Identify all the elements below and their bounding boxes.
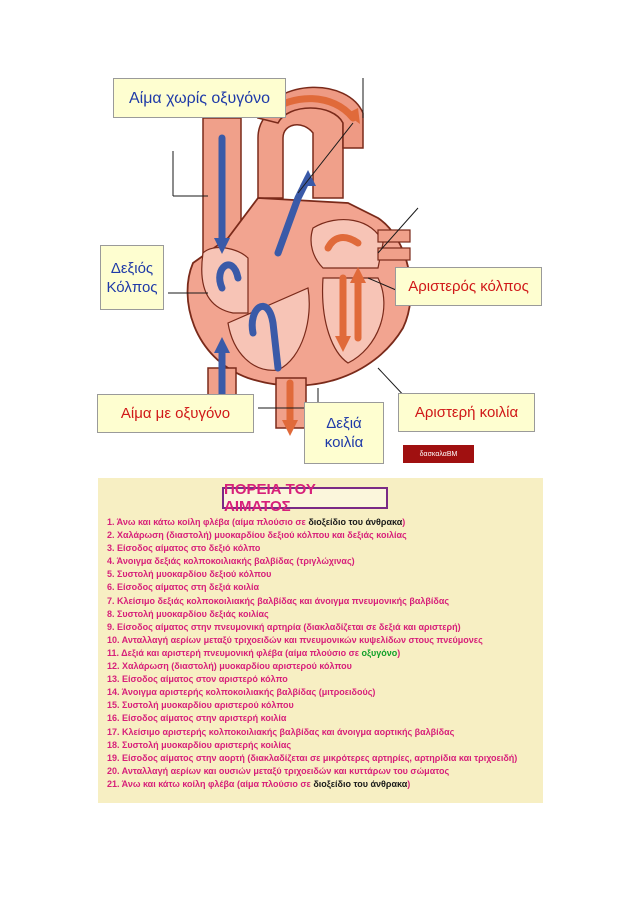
blood-flow-step: 11. Δεξιά και αριστερή πνευμονική φλέβα … (107, 647, 537, 660)
label-right-ventricle: Δεξιά κοιλία (304, 402, 384, 464)
blood-flow-step: 18. Συστολή μυοκαρδίου αριστερής κοιλίας (107, 739, 537, 752)
blood-flow-step: 12. Χαλάρωση (διαστολή) μυοκαρδίου αριστ… (107, 660, 537, 673)
step-highlight-co2: διοξείδιο του άνθρακα (308, 517, 403, 527)
step-text: 3. Είσοδος αίματος στο δεξιό κόλπο (107, 543, 261, 554)
step-text: 18. Συστολή μυοκαρδίου αριστερής κοιλίας (107, 739, 292, 750)
blood-flow-step: 10. Ανταλλαγή αερίων μεταξύ τριχοειδών κ… (107, 634, 537, 647)
step-text: 12. Χαλάρωση (διαστολή) μυοκαρδίου αριστ… (107, 661, 352, 672)
step-text: 4. Άνοιγμα δεξιάς κολποκοιλιακής βαλβίδα… (107, 556, 355, 567)
blood-flow-step: 8. Συστολή μυοκαρδίου δεξιάς κοιλίας (107, 608, 537, 621)
step-text: 16. Είσοδος αίματος στην αριστερή κοιλία (107, 713, 287, 724)
blood-flow-step: 20. Ανταλλαγή αερίων και ουσιών μεταξύ τ… (107, 765, 537, 778)
label-right-atrium-line1: Δεξιός (110, 259, 154, 277)
step-text: 10. Ανταλλαγή αερίων μεταξύ τριχοειδών κ… (107, 634, 483, 645)
step-text-end: ) (397, 647, 401, 658)
blood-flow-step: 5. Συστολή μυοκαρδίου δεξιού κόλπου (107, 568, 537, 581)
panel-title-text: ΠΟΡΕΙΑ ΤΟΥ ΑΙΜΑΤΟΣ (224, 481, 316, 515)
blood-flow-step: 15. Συστολή μυοκαρδίου αριστερού κόλπου (107, 699, 537, 712)
blood-flow-step: 4. Άνοιγμα δεξιάς κολποκοιλιακής βαλβίδα… (107, 555, 537, 568)
step-text: 1. Άνω και κάτω κοίλη φλέβα (αίμα πλούσι… (107, 517, 309, 527)
step-text-end: ) (402, 517, 406, 527)
blood-flow-step: 2. Χαλάρωση (διαστολή) μυοκαρδίου δεξιού… (107, 529, 537, 542)
label-oxygenated-blood: Αίμα με οξυγόνο (97, 394, 254, 433)
blood-flow-step: 21. Άνω και κάτω κοίλη φλέβα (αίμα πλούσ… (107, 778, 537, 791)
credit-text: δασκαλαΒΜ (419, 450, 458, 458)
step-text-end: ) (407, 778, 411, 789)
step-text: 17. Κλείσιμο αριστερής κολποκοιλιακής βα… (107, 726, 455, 737)
step-highlight-co2: διοξείδιο του άνθρακα (313, 778, 408, 789)
blood-flow-step: 1. Άνω και κάτω κοίλη φλέβα (αίμα πλούσι… (107, 516, 537, 529)
label-left-ventricle: Αριστερή κοιλία (398, 393, 535, 432)
step-text: 6. Είσοδος αίματος στη δεξιά κοιλία (107, 582, 260, 593)
label-left-atrium-text: Αριστερός κόλπος (408, 278, 529, 295)
deoxygenated-arrowheads (214, 170, 316, 353)
blood-flow-step: 7. Κλείσιμο δεξιάς κολποκοιλιακής βαλβίδ… (107, 595, 537, 608)
label-right-ventricle-line2: κοιλία (324, 434, 364, 451)
blood-flow-panel (98, 478, 543, 803)
credit-badge: δασκαλαΒΜ (403, 445, 474, 463)
step-text: 8. Συστολή μυοκαρδίου δεξιάς κοιλίας (107, 608, 269, 619)
label-right-atrium-line2: Κόλπος (106, 278, 158, 296)
blood-flow-step: 17. Κλείσιμο αριστερής κολποκοιλιακής βα… (107, 726, 537, 739)
blood-flow-step: 14. Άνοιγμα αριστερής κολποκοιλιακής βαλ… (107, 686, 537, 699)
oxygenated-arrowheads (282, 108, 366, 436)
blood-flow-step: 3. Είσοδος αίματος στο δεξιό κόλπο (107, 542, 537, 555)
blood-flow-step: 19. Είσοδος αίματος στην αορτή (διακλαδί… (107, 752, 537, 765)
step-text: 11. Δεξιά και αριστερή πνευμονική φλέβα … (107, 647, 362, 658)
blood-flow-step: 9. Είσοδος αίματος στην πνευμονική αρτηρ… (107, 621, 537, 634)
step-text: 21. Άνω και κάτω κοίλη φλέβα (αίμα πλούσ… (107, 778, 314, 789)
step-text: 15. Συστολή μυοκαρδίου αριστερού κόλπου (107, 700, 294, 711)
label-left-ventricle-text: Αριστερή κοιλία (414, 404, 519, 421)
pulmonary-vein-upper-shape (377, 229, 411, 243)
step-highlight-oxygen: οξυγόνο (361, 647, 398, 658)
step-text: 9. Είσοδος αίματος στην πνευμονική αρτηρ… (107, 621, 461, 632)
blood-flow-step: 13. Είσοδος αίματος στον αριστερό κόλπο (107, 673, 537, 686)
blood-flow-steps: 1. Άνω και κάτω κοίλη φλέβα (αίμα πλούσι… (107, 516, 537, 791)
step-text: 19. Είσοδος αίματος στην αορτή (διακλαδί… (107, 752, 518, 763)
step-text: 7. Κλείσιμο δεξιάς κολποκοιλιακής βαλβίδ… (107, 595, 450, 606)
label-left-atrium: Αριστερός κόλπος (395, 267, 542, 306)
leader-lines (168, 78, 419, 409)
step-text: 13. Είσοδος αίματος στον αριστερό κόλπο (107, 674, 288, 685)
label-deoxygenated-blood: Αίμα χωρίς οξυγόνο (113, 78, 286, 118)
panel-title: ΠΟΡΕΙΑ ΤΟΥ ΑΙΜΑΤΟΣ (222, 481, 388, 515)
step-text: 14. Άνοιγμα αριστερής κολποκοιλιακής βαλ… (107, 687, 376, 698)
label-right-atrium: Δεξιός Κόλπος (100, 245, 164, 310)
blood-flow-step: 6. Είσοδος αίματος στη δεξιά κοιλία (107, 581, 537, 594)
pulmonary-vein-lower-shape (377, 247, 411, 261)
label-deoxygenated-blood-text: Αίμα χωρίς οξυγόνο (128, 89, 271, 107)
step-text: 20. Ανταλλαγή αερίων και ουσιών μεταξύ τ… (107, 765, 450, 776)
label-right-ventricle-line1: Δεξιά (326, 415, 362, 432)
label-oxygenated-blood-text: Αίμα με οξυγόνο (120, 405, 231, 422)
blood-flow-step: 16. Είσοδος αίματος στην αριστερή κοιλία (107, 712, 537, 725)
left-atrium-chamber-shape (310, 219, 384, 269)
step-text: 2. Χαλάρωση (διαστολή) μυοκαρδίου δεξιού… (107, 530, 407, 541)
step-text: 5. Συστολή μυοκαρδίου δεξιού κόλπου (107, 569, 272, 580)
